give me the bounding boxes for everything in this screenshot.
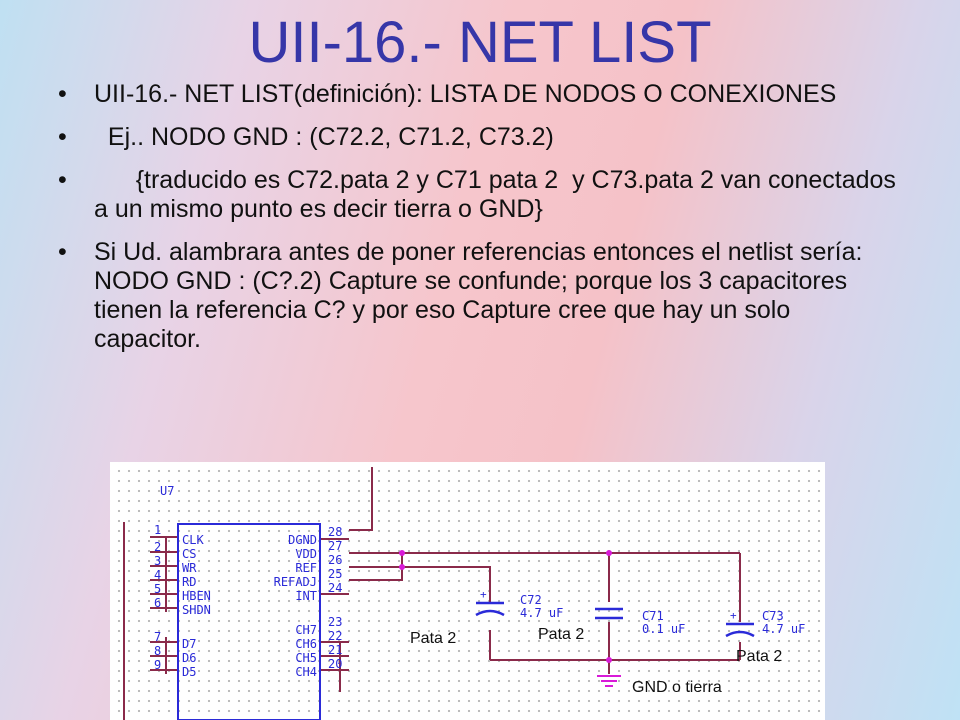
left-pin-num: 6 bbox=[154, 596, 161, 610]
bullet-item: {traducido es C72.pata 2 y C71 pata 2 y … bbox=[58, 166, 903, 224]
right-pin-name: VDD bbox=[295, 547, 317, 561]
left-pin-num: 3 bbox=[154, 554, 161, 568]
left-pin-name: SHDN bbox=[182, 603, 211, 617]
capacitor-ref: C71 bbox=[642, 609, 664, 623]
left-pin-num: 7 bbox=[154, 630, 161, 644]
left-pin-name: CS bbox=[182, 547, 196, 561]
right-pin-name: DGND bbox=[288, 533, 317, 547]
right-pin-num: 28 bbox=[328, 525, 342, 539]
left-pin-name: WR bbox=[182, 561, 197, 575]
capacitor-value: 0.1 uF bbox=[642, 622, 685, 636]
bullet-item: UII-16.- NET LIST(definición): LISTA DE … bbox=[58, 80, 903, 109]
right-pin-name: INT bbox=[295, 589, 317, 603]
left-pin-name: D7 bbox=[182, 637, 196, 651]
right-pin-num: 24 bbox=[328, 581, 342, 595]
bullet-text: UII-16.- NET LIST(definición): LISTA DE … bbox=[94, 80, 837, 108]
right-pin-name: REF bbox=[295, 561, 317, 575]
polarity-plus: + bbox=[730, 609, 737, 622]
bullet-list: UII-16.- NET LIST(definición): LISTA DE … bbox=[58, 80, 903, 368]
left-pin-name: D5 bbox=[182, 665, 196, 679]
left-pin-num: 8 bbox=[154, 644, 161, 658]
left-pin-num: 5 bbox=[154, 582, 161, 596]
bullet-text: Si Ud. alambrara antes de poner referenc… bbox=[94, 238, 863, 353]
bullet-item: Si Ud. alambrara antes de poner referenc… bbox=[58, 238, 903, 354]
right-pin-name: CH5 bbox=[295, 651, 317, 665]
right-pin-name: REFADJ bbox=[274, 575, 317, 589]
right-pin-name: CH4 bbox=[295, 665, 317, 679]
left-pin-num: 4 bbox=[154, 568, 161, 582]
right-pin-num: 22 bbox=[328, 629, 342, 643]
right-pin-name: CH7 bbox=[295, 623, 317, 637]
polarity-plus: + bbox=[480, 588, 487, 601]
left-pin-name: RD bbox=[182, 575, 196, 589]
pin-2-label: Pata 2 bbox=[410, 630, 457, 647]
right-pin-num: 26 bbox=[328, 553, 342, 567]
bullet-text: {traducido es C72.pata 2 y C71 pata 2 y … bbox=[94, 166, 903, 223]
left-pin-num: 2 bbox=[154, 540, 161, 554]
right-pin-num: 25 bbox=[328, 567, 342, 581]
schematic-drawing: + + U7 1 2 3 4 5 6 7 8 9 CLK bbox=[123, 467, 805, 720]
right-pin-num: 20 bbox=[328, 657, 342, 671]
slide-title: UII-16.- NET LIST bbox=[248, 10, 712, 75]
right-pin-num: 21 bbox=[328, 643, 342, 657]
left-pin-name: HBEN bbox=[182, 589, 211, 603]
capacitor-value: 4.7 uF bbox=[762, 622, 805, 636]
right-pin-num: 27 bbox=[328, 539, 342, 553]
left-pin-num: 9 bbox=[154, 658, 161, 672]
schematic-image: + + U7 1 2 3 4 5 6 7 8 9 CLK bbox=[110, 462, 825, 720]
left-pin-name: D6 bbox=[182, 651, 196, 665]
capacitor-value: 4.7 uF bbox=[520, 606, 563, 620]
pin-2-label: Pata 2 bbox=[538, 626, 585, 643]
left-pin-num: 1 bbox=[154, 523, 161, 537]
left-pin-name: CLK bbox=[182, 533, 204, 547]
right-pin-name: CH6 bbox=[295, 637, 317, 651]
pin-2-label: Pata 2 bbox=[736, 648, 783, 665]
bullet-text: Ej.. NODO GND : (C72.2, C71.2, C73.2) bbox=[94, 123, 554, 151]
right-pin-num: 23 bbox=[328, 615, 342, 629]
bullet-item: Ej.. NODO GND : (C72.2, C71.2, C73.2) bbox=[58, 123, 903, 152]
capacitor-ref: C72 bbox=[520, 593, 542, 607]
chip-ref: U7 bbox=[160, 484, 174, 498]
gnd-label: GND o tierra bbox=[632, 679, 722, 696]
capacitor-ref: C73 bbox=[762, 609, 784, 623]
